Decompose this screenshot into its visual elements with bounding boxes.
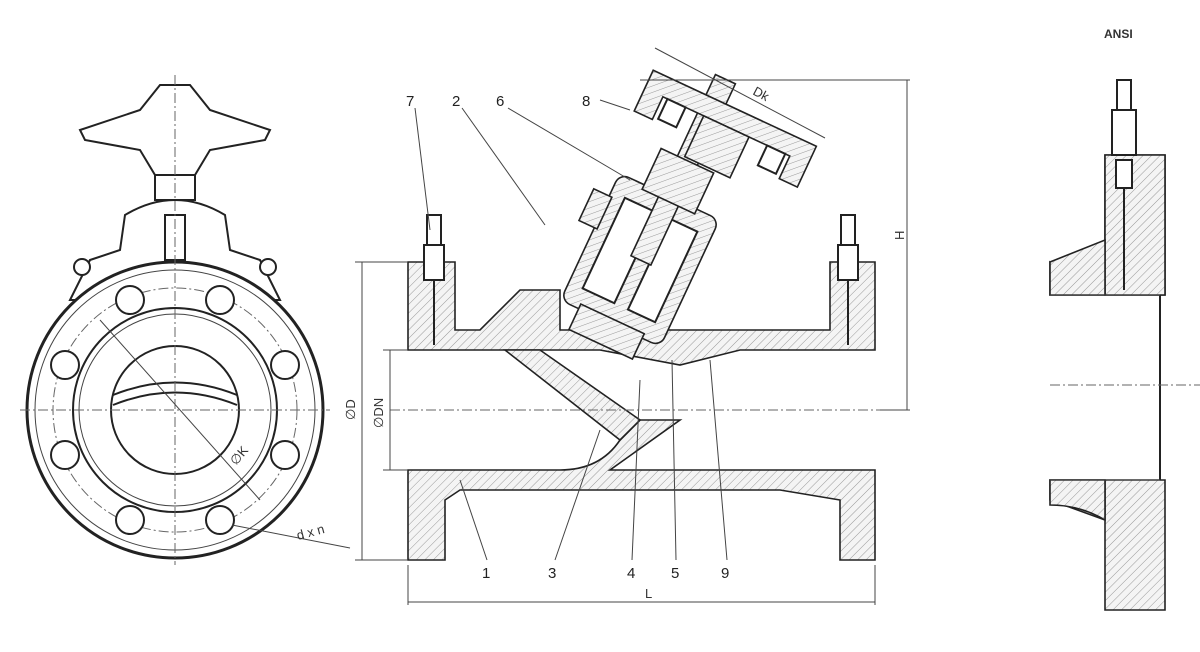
part-label-3: 3: [548, 565, 556, 582]
bolt: [73, 258, 91, 276]
test-point-right: [837, 214, 859, 345]
ansi-test-point: [1111, 79, 1137, 290]
handwheel-section: [633, 69, 818, 189]
part-label-7: 7: [406, 93, 414, 110]
dim-line-dk: [654, 47, 826, 139]
part-label-5: 5: [671, 565, 679, 582]
part-label-1: 1: [482, 565, 490, 582]
dim-nominal-diameter: ∅DN: [371, 398, 386, 428]
leader-lines: [414, 99, 728, 561]
valve-body-lower: [407, 419, 876, 561]
seat-wall: [502, 349, 642, 442]
part-label-9: 9: [721, 565, 729, 582]
dim-flange-diameter: ∅D: [343, 399, 358, 420]
ansi-title: ANSI: [1104, 27, 1133, 41]
ansi-flange-view: ANSI: [1049, 27, 1200, 611]
part-label-2: 2: [452, 93, 460, 110]
section-view: ∅D ∅DN L H Dk 7 2 6 8 1 3 4 5 9: [343, 47, 910, 605]
dim-length: L: [645, 586, 652, 601]
bolt-holes: [50, 285, 300, 535]
bolt: [259, 258, 277, 276]
dim-height: H: [892, 231, 907, 240]
front-view: ∅K d x n: [20, 75, 351, 565]
bonnet-assembly: [563, 73, 737, 361]
part-label-8: 8: [582, 93, 590, 110]
dim-bolt-holes: d x n: [295, 521, 326, 543]
test-point-left: [423, 214, 445, 345]
part-label-4: 4: [627, 565, 635, 582]
dim-handwheel-diameter: Dk: [751, 83, 773, 104]
part-label-6: 6: [496, 93, 504, 110]
